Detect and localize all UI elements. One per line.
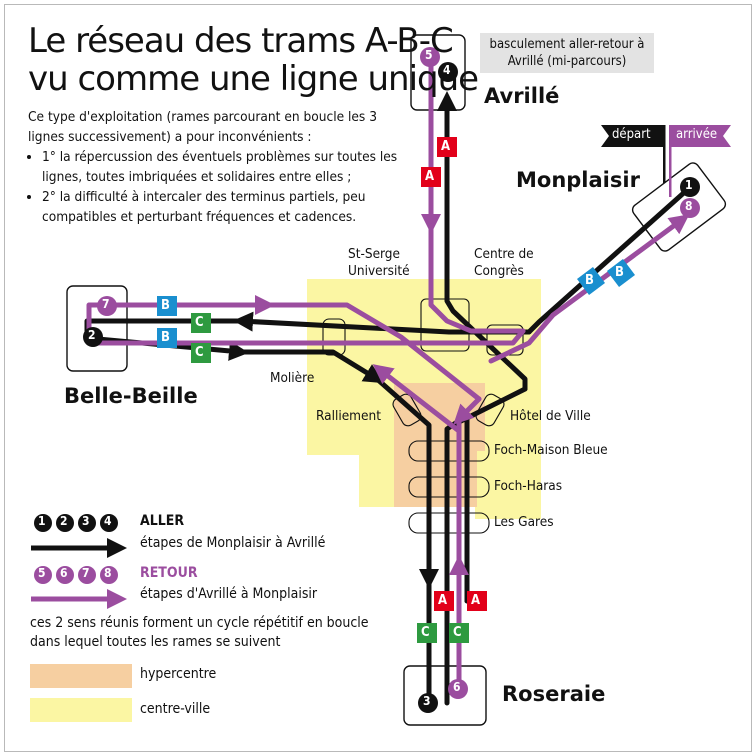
legend-step-1: 1 xyxy=(38,514,46,528)
intro-point-1: 1° la répercussion des éventuels problèm… xyxy=(42,147,408,187)
legend-step-5: 5 xyxy=(38,566,46,580)
hypercentre-swatch xyxy=(30,664,132,688)
basculement-note: basculement aller-retour à Avrillé (mi-p… xyxy=(480,33,654,73)
stop-ralliement: Ralliement xyxy=(316,408,381,424)
line-c-badges xyxy=(191,313,469,643)
step-6: 6 xyxy=(453,680,461,694)
badge-a-4: A xyxy=(471,593,481,608)
badge-b-4: B xyxy=(615,265,624,280)
terminus-roseraie: Roseraie xyxy=(502,682,606,706)
legend-retour-title: RETOUR xyxy=(140,565,198,581)
badge-a-1: A xyxy=(441,139,451,154)
step-5: 5 xyxy=(425,48,433,62)
badge-b-3: B xyxy=(585,273,594,288)
badge-c-3: C xyxy=(421,625,430,640)
stop-foch-haras: Foch-Haras xyxy=(494,478,563,494)
legend-step-7: 7 xyxy=(82,566,90,580)
tram-network-map xyxy=(31,34,731,726)
flag-depart: départ xyxy=(612,127,651,142)
stop-les-gares: Les Gares xyxy=(494,514,554,530)
badge-a-2: A xyxy=(425,169,435,184)
badge-c-4: C xyxy=(453,625,462,640)
legend-retour-marks xyxy=(31,566,127,609)
legend-retour-text: étapes d'Avrillé à Monplaisir xyxy=(140,586,318,602)
page-title: Le réseau des trams A-B-C vu comme une l… xyxy=(28,21,479,99)
badge-b-1: B xyxy=(161,298,170,313)
legend-hypercentre: hypercentre xyxy=(140,666,217,682)
legend-aller-marks xyxy=(31,514,127,558)
legend-step-4: 4 xyxy=(104,514,112,528)
diagram-frame xyxy=(4,4,752,752)
intro-lead: Ce type d'exploitation (rames parcourant… xyxy=(28,109,377,145)
terminus-monplaisir: Monplaisir xyxy=(516,168,640,192)
step-7: 7 xyxy=(102,297,110,311)
title-line-1: Le réseau des trams A-B-C xyxy=(28,21,454,61)
legend-step-3: 3 xyxy=(82,514,90,528)
intro-point-2: 2° la difficulté à intercaler des termin… xyxy=(42,187,408,227)
line-b-badges xyxy=(157,258,636,348)
badge-c-1: C xyxy=(195,315,204,330)
flag-arrivee: arrivée xyxy=(676,127,718,142)
terminus-belle-beille: Belle-Beille xyxy=(64,384,198,408)
badge-a-3: A xyxy=(438,593,448,608)
stop-centre-congres: Centre de Congrès xyxy=(474,246,534,279)
stop-st-serge: St-Serge Université xyxy=(348,246,410,279)
stop-hotel-de-ville: Hôtel de Ville xyxy=(510,408,591,424)
intro-text: Ce type d'exploitation (rames parcourant… xyxy=(28,107,408,227)
step-4: 4 xyxy=(443,63,451,77)
line-a-badges xyxy=(421,137,487,611)
monplaisir-terminus-box xyxy=(631,162,727,252)
stop-moliere: Molière xyxy=(270,370,315,386)
legend-centre-ville: centre-ville xyxy=(140,701,211,717)
terminus-avrille: Avrillé xyxy=(484,84,560,108)
badge-b-2: B xyxy=(161,330,170,345)
step-2: 2 xyxy=(88,328,96,342)
legend-step-2: 2 xyxy=(60,514,68,528)
step-1: 1 xyxy=(685,178,693,192)
intro-points: 1° la répercussion des éventuels problèm… xyxy=(28,147,408,227)
step-8: 8 xyxy=(685,199,693,213)
stop-foch-maison-bleue: Foch-Maison Bleue xyxy=(494,442,608,458)
depart-arrivee-flags xyxy=(601,125,731,197)
legend-step-6: 6 xyxy=(60,566,68,580)
title-line-2: vu comme une ligne unique xyxy=(28,59,479,99)
legend-aller-title: ALLER xyxy=(140,513,185,529)
step-3: 3 xyxy=(423,694,431,708)
legend-cycle-text: ces 2 sens réunis forment un cycle répét… xyxy=(30,615,369,650)
legend-aller-text: étapes de Monplaisir à Avrillé xyxy=(140,535,326,551)
hypercentre-zone xyxy=(394,383,485,507)
badge-c-2: C xyxy=(195,345,204,360)
step-circles xyxy=(83,47,700,713)
centre-ville-swatch xyxy=(30,698,132,722)
legend-step-8: 8 xyxy=(104,566,112,580)
